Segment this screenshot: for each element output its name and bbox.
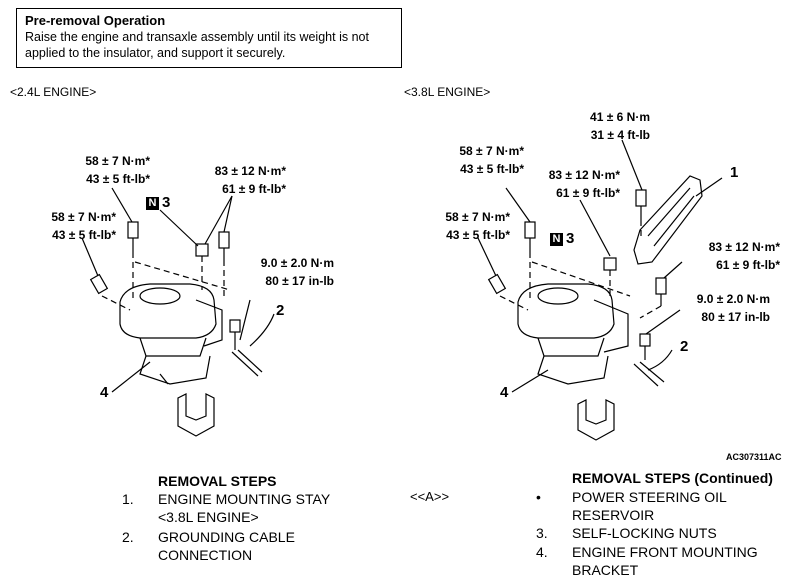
step-number: 3. xyxy=(536,525,548,541)
step-number: 2. xyxy=(122,529,134,545)
left-torque-mid: 83 ± 12 N·m* 61 ± 9 ft-lb* xyxy=(196,162,286,198)
right-callout-1: 1 xyxy=(730,164,739,181)
right-torque-small-inlb: 80 ± 17 in-lb xyxy=(701,310,770,324)
removal-step-2: 2. GROUNDING CABLE CONNECTION xyxy=(122,528,362,564)
step-text: BRACKET xyxy=(572,562,639,578)
right-torque-left: 58 ± 7 N·m* 43 ± 5 ft-lb* xyxy=(430,208,510,244)
right-callout-4: 4 xyxy=(500,384,509,401)
left-callout-4: 4 xyxy=(100,384,109,401)
right-torque-right-nm: 83 ± 12 N·m* xyxy=(708,240,780,254)
right-torque-topmost-ftlb: 31 ± 4 ft-lb xyxy=(590,128,650,142)
left-callout-3-num: 3 xyxy=(162,194,171,211)
pre-removal-text: Raise the engine and transaxle assembly … xyxy=(25,30,369,60)
right-torque-right: 83 ± 12 N·m* 61 ± 9 ft-lb* xyxy=(690,238,780,274)
right-callout-2: 2 xyxy=(680,338,689,355)
step-text: RESERVOIR xyxy=(572,507,655,523)
removal-step-1: 1. ENGINE MOUNTING STAY <3.8L ENGINE> xyxy=(122,490,362,526)
left-torque-mid-ftlb: 61 ± 9 ft-lb* xyxy=(222,182,286,196)
removal-step-reservoir: • POWER STEERING OIL RESERVOIR xyxy=(536,488,786,524)
left-torque-left-nm: 58 ± 7 N·m* xyxy=(51,210,116,224)
left-torque-mid-nm: 83 ± 12 N·m* xyxy=(214,164,286,178)
removal-steps-continued-title: REMOVAL STEPS (Continued) xyxy=(572,470,773,486)
step-number: 4. xyxy=(536,544,548,560)
left-torque-small-inlb: 80 ± 17 in-lb xyxy=(265,274,334,288)
step-text: ENGINE FRONT MOUNTING xyxy=(572,544,758,560)
step-text: POWER STEERING OIL xyxy=(572,489,727,505)
left-torque-small-nm: 9.0 ± 2.0 N·m xyxy=(260,256,334,270)
left-torque-top-ftlb: 43 ± 5 ft-lb* xyxy=(86,172,150,186)
right-torque-topmost-nm: 41 ± 6 N·m xyxy=(590,110,650,124)
right-torque-top: 58 ± 7 N·m* 43 ± 5 ft-lb* xyxy=(444,142,524,178)
left-callout-2: 2 xyxy=(276,302,285,319)
left-engine-label: <2.4L ENGINE> xyxy=(10,85,97,99)
n-badge-icon: N xyxy=(550,233,563,246)
left-torque-small: 9.0 ± 2.0 N·m 80 ± 17 in-lb xyxy=(248,254,334,290)
figure-code: AC307311AC xyxy=(726,452,782,462)
right-torque-top-nm: 58 ± 7 N·m* xyxy=(459,144,524,158)
right-torque-topmost: 41 ± 6 N·m 31 ± 4 ft-lb xyxy=(580,108,650,144)
left-torque-left: 58 ± 7 N·m* 43 ± 5 ft-lb* xyxy=(36,208,116,244)
removal-steps-title: REMOVAL STEPS xyxy=(158,473,277,489)
step-text: CONNECTION xyxy=(158,547,253,563)
removal-marker-a: <<A>> xyxy=(410,489,450,504)
n-badge-icon: N xyxy=(146,197,159,210)
right-torque-small-nm: 9.0 ± 2.0 N·m xyxy=(696,292,770,306)
right-callout-3-num: 3 xyxy=(566,230,575,247)
pre-removal-title: Pre-removal Operation xyxy=(25,13,166,28)
removal-step-3: 3. SELF-LOCKING NUTS xyxy=(536,524,786,542)
right-torque-left-ftlb: 43 ± 5 ft-lb* xyxy=(446,228,510,242)
right-torque-small: 9.0 ± 2.0 N·m 80 ± 17 in-lb xyxy=(684,290,770,326)
pre-removal-box: Pre-removal Operation Raise the engine a… xyxy=(16,8,402,68)
right-torque-mid-ftlb: 61 ± 9 ft-lb* xyxy=(556,186,620,200)
step-text: GROUNDING CABLE xyxy=(158,529,295,545)
step-text: SELF-LOCKING NUTS xyxy=(572,525,717,541)
right-torque-mid-nm: 83 ± 12 N·m* xyxy=(548,168,620,182)
right-torque-mid: 83 ± 12 N·m* 61 ± 9 ft-lb* xyxy=(530,166,620,202)
left-torque-top-nm: 58 ± 7 N·m* xyxy=(85,154,150,168)
removal-step-4: 4. ENGINE FRONT MOUNTING BRACKET xyxy=(536,543,786,579)
left-torque-left-ftlb: 43 ± 5 ft-lb* xyxy=(52,228,116,242)
right-torque-top-ftlb: 43 ± 5 ft-lb* xyxy=(460,162,524,176)
left-torque-top: 58 ± 7 N·m* 43 ± 5 ft-lb* xyxy=(70,152,150,188)
step-bullet: • xyxy=(536,489,541,505)
step-text: <3.8L ENGINE> xyxy=(158,509,259,525)
right-engine-label: <3.8L ENGINE> xyxy=(404,85,491,99)
right-torque-left-nm: 58 ± 7 N·m* xyxy=(445,210,510,224)
step-text: ENGINE MOUNTING STAY xyxy=(158,491,331,507)
right-torque-right-ftlb: 61 ± 9 ft-lb* xyxy=(716,258,780,272)
step-number: 1. xyxy=(122,491,134,507)
